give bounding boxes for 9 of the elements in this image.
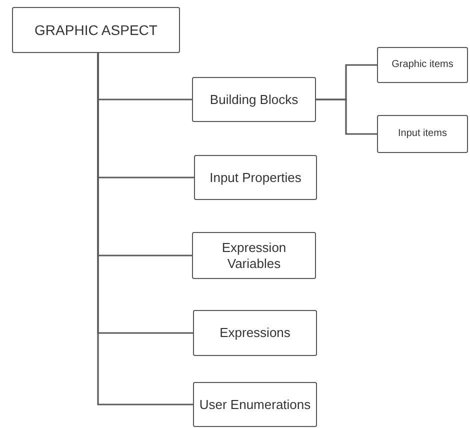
hierarchy-box: Expression Variables [192, 232, 316, 279]
hierarchy-box: Building Blocks [192, 77, 316, 122]
hierarchy-box: Input Properties [194, 155, 317, 200]
hierarchy-box: GRAPHIC ASPECT [12, 7, 180, 53]
connector-line [316, 98, 377, 135]
hierarchy-box: Input items [377, 115, 468, 153]
hierarchy-box: User Enumerations [193, 382, 317, 427]
hierarchy-box: Expressions [193, 310, 317, 356]
hierarchy-box: Graphic items [377, 47, 468, 83]
